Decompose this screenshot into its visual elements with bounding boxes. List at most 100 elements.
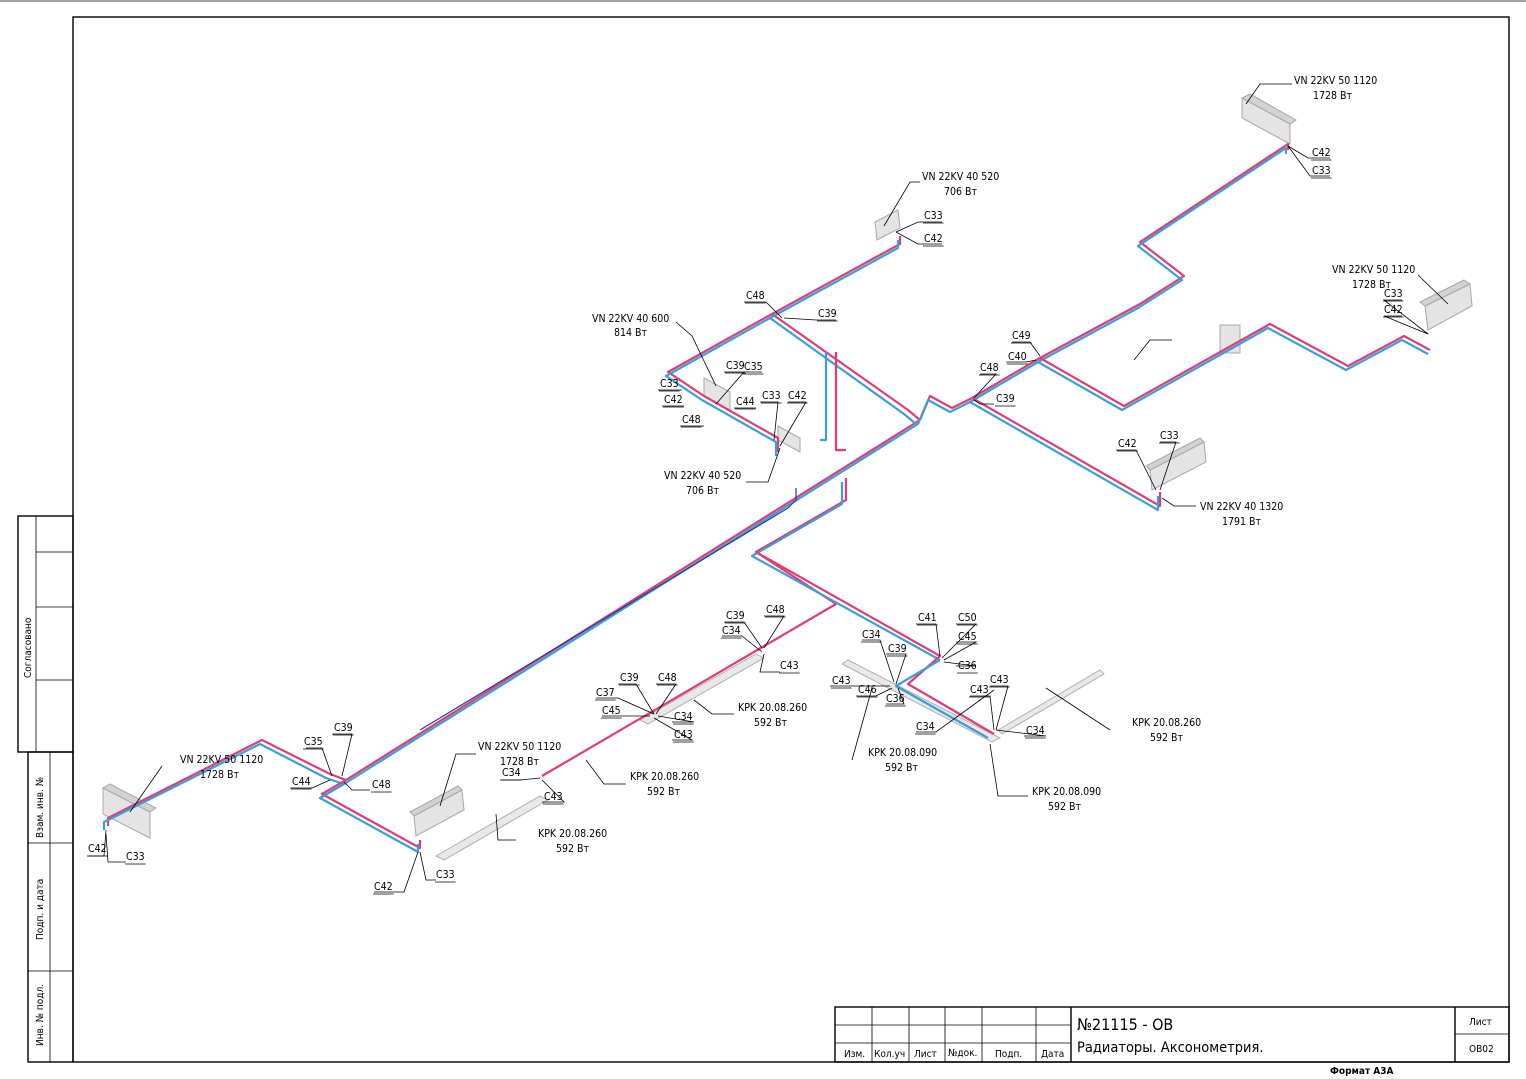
convector-4 — [997, 669, 1105, 735]
label-r8-model: VN 22KV 50 1120 — [478, 741, 561, 753]
stamp-agreed: Согласовано — [23, 617, 34, 678]
fit-label: C40 — [1008, 351, 1027, 363]
fit-label: C36 — [886, 693, 905, 705]
pipe-network — [102, 142, 1431, 854]
fit-label: C33 — [436, 869, 455, 881]
label-r7-power: 1728 Вт — [200, 769, 240, 781]
fit-label: C33 — [660, 378, 679, 390]
fit-label: C33 — [762, 390, 781, 402]
label-k1-power: 592 Вт — [754, 717, 788, 729]
fit-label: C33 — [1384, 288, 1403, 300]
label-r5-power: 706 Вт — [686, 485, 720, 497]
label-k6-model: KPK 20.08.260 — [1132, 717, 1201, 729]
fit-label: C34 — [1026, 725, 1045, 737]
label-r2-model: VN 22KV 40 520 — [922, 171, 999, 183]
radiator-706-top — [874, 209, 901, 241]
col-ndok: №док. — [948, 1048, 977, 1059]
label-k3-model: KPK 20.08.260 — [538, 828, 607, 840]
fit-label: C45 — [602, 705, 621, 717]
fit-label: C42 — [924, 233, 943, 245]
label-r6-model: VN 22KV 40 1320 — [1200, 501, 1283, 513]
fit-label: C33 — [924, 210, 943, 222]
fit-label: C39 — [726, 360, 745, 372]
leaders — [88, 83, 1449, 893]
label-r8-power: 1728 Вт — [500, 756, 540, 768]
sheet-name: Радиаторы. Аксонометрия. — [1077, 1040, 1263, 1056]
label-k3-power: 592 Вт — [556, 843, 590, 855]
fit-label: C39 — [818, 308, 837, 320]
fit-label: C39 — [888, 643, 907, 655]
fit-label: C42 — [88, 843, 107, 855]
fit-label: C42 — [664, 394, 683, 406]
fit-label: C34 — [916, 721, 935, 733]
label-r5-model: VN 22KV 40 520 — [664, 470, 741, 482]
fit-label: C41 — [918, 612, 937, 624]
fit-label: C48 — [682, 414, 701, 426]
col-izm: Изм. — [844, 1049, 865, 1060]
col-kol: Кол.уч — [874, 1049, 905, 1060]
fit-label: C42 — [1312, 147, 1331, 159]
fit-label: C33 — [1312, 165, 1331, 177]
label-r1-power: 1728 Вт — [1313, 90, 1353, 102]
fit-label: C48 — [658, 672, 677, 684]
fit-label: C39 — [996, 393, 1015, 405]
drawing-frame — [72, 16, 1510, 1063]
label-r2-power: 706 Вт — [944, 186, 978, 198]
col-data: Дата — [1041, 1049, 1064, 1060]
label-r6-power: 1791 Вт — [1222, 516, 1262, 528]
label-r1-model: VN 22KV 50 1120 — [1294, 75, 1377, 87]
label-r3-model: VN 22KV 50 1120 — [1332, 264, 1415, 276]
fit-label: C42 — [1384, 304, 1403, 316]
fit-label: C50 — [958, 612, 977, 624]
fit-label: C44 — [292, 776, 311, 788]
fit-label: C42 — [1118, 438, 1137, 450]
fit-label: C35 — [304, 736, 323, 748]
sheet-value: ОВ02 — [1469, 1044, 1494, 1055]
fit-label: C43 — [544, 791, 563, 803]
fit-label: C42 — [374, 881, 393, 893]
label-r7-model: VN 22KV 50 1120 — [180, 754, 263, 766]
fit-label: C33 — [126, 851, 145, 863]
fit-label: C36 — [958, 660, 977, 672]
fit-label: C34 — [722, 625, 741, 637]
convector-1 — [434, 795, 550, 861]
fit-label: C39 — [726, 610, 745, 622]
project-number: №21115 - ОВ — [1077, 1015, 1173, 1034]
fit-label: C43 — [832, 675, 851, 687]
fit-label: C39 — [620, 672, 639, 684]
stamp-inv-orig: Инв. № подл. — [35, 984, 46, 1046]
fit-label: C46 — [858, 684, 877, 696]
label-r3-power: 1728 Вт — [1352, 279, 1392, 291]
fit-label: C48 — [980, 362, 999, 374]
fit-label: C43 — [990, 674, 1009, 686]
fit-label: C42 — [788, 390, 807, 402]
fit-label: C45 — [958, 631, 977, 643]
label-k1-model: KPK 20.08.260 — [738, 702, 807, 714]
label-r4-power: 814 Вт — [614, 327, 648, 339]
convector-2 — [638, 653, 766, 725]
fit-label: C34 — [674, 711, 693, 723]
label-r4-model: VN 22KV 40 600 — [592, 313, 669, 325]
fit-label: C34 — [862, 629, 881, 641]
fitting-labels: C42 C33 C33 C42 C48 C39 C33 C39 C35 C33 … — [87, 147, 1404, 895]
stamp-sign-date: Подп. и дата — [35, 879, 46, 940]
title-block: Изм. Кол.уч Лист №док. Подп. Дата №21115… — [834, 1006, 1510, 1077]
sheet-label: Лист — [1469, 1017, 1492, 1028]
side-stamp: Согласовано Взам. инв. № Подп. и дата Ин… — [17, 515, 74, 1063]
label-k4-model: KPK 20.08.090 — [868, 747, 937, 759]
fit-label: C33 — [1160, 430, 1179, 442]
fit-label: C43 — [674, 729, 693, 741]
radiator-706-low — [777, 425, 801, 453]
fit-label: C44 — [736, 396, 755, 408]
equipment — [101, 93, 1473, 861]
fit-label: C49 — [1012, 330, 1031, 342]
fit-label: C43 — [970, 684, 989, 696]
label-k2-power: 592 Вт — [647, 786, 681, 798]
col-list: Лист — [914, 1049, 937, 1060]
sheet-format: Формат А3А — [1330, 1066, 1394, 1077]
radiator-814 — [703, 377, 731, 411]
fit-label: C48 — [766, 604, 785, 616]
label-k6-power: 592 Вт — [1150, 732, 1184, 744]
fit-label: C37 — [596, 687, 615, 699]
